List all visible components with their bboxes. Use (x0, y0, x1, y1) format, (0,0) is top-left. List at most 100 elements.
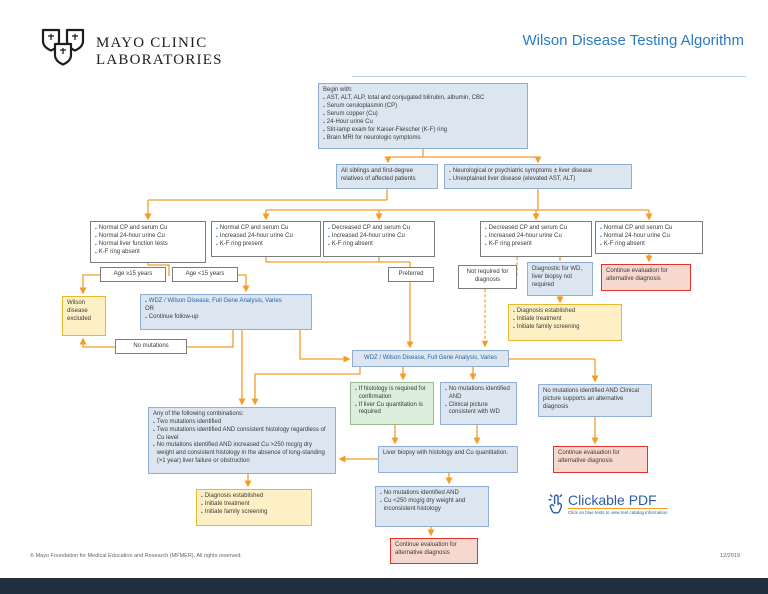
box-line: Wilson disease excluded (67, 300, 92, 322)
wdz-central-box: WDZ / Wilson Disease, Full Gene Analysis… (352, 350, 509, 367)
bullet-icon: ▪ (513, 309, 515, 315)
bullet-icon: ▪ (323, 111, 325, 118)
diagnosis-established-right-box: ▪Diagnosis established▪Initiate treatmen… (508, 304, 622, 341)
bullet-icon: ▪ (600, 234, 602, 240)
preferred-label-box: Preferred (388, 267, 434, 282)
box-line: ▪24-Hour urine Cu (323, 118, 373, 126)
bullet-icon: ▪ (201, 494, 203, 500)
box-line: Begin with: (323, 87, 353, 93)
bullet-icon: ▪ (216, 242, 218, 248)
no-mutations-cu-low-box: ▪No mutations identified AND▪Cu <250 mcg… (375, 486, 489, 527)
test-link-line[interactable]: ▪WDZ / Wilson Disease, Full Gene Analysi… (145, 298, 282, 305)
no-mutations-box: No mutations (115, 339, 187, 354)
bullet-icon: ▪ (445, 387, 447, 393)
brand-line2: LABORATORIES (96, 51, 223, 68)
test-link-line[interactable]: WDZ / Wilson Disease, Full Gene Analysis… (364, 354, 497, 361)
siblings-box: All siblings and first-degree relatives … (336, 164, 438, 189)
continue-eval-right-box: Continue evaluation for alternative diag… (553, 446, 648, 473)
no-mutations-consistent-wd-box: ▪No mutations identified AND▪Clinical pi… (440, 382, 517, 425)
bullet-icon: ▪ (95, 226, 97, 232)
combinations-box: Any of the following combinations:▪Two m… (148, 407, 336, 474)
box-line: ▪Serum ceruloplasmin (CP) (323, 102, 398, 110)
box-line: Any of the following combinations: (153, 411, 244, 417)
box-line: No mutations identified AND Clinical pic… (543, 388, 640, 410)
box-line: Age ≥15 years (113, 270, 153, 277)
box-line: Continue evaluation for alternative diag… (395, 542, 457, 556)
bullet-icon: ▪ (513, 325, 515, 331)
age-ge15-box: Age ≥15 years (100, 267, 166, 282)
bullet-icon: ▪ (328, 242, 330, 248)
no-mutations-alt-diagnosis-box: No mutations identified AND Clinical pic… (538, 384, 652, 417)
box-line: No mutations (133, 342, 169, 349)
box-line: ▪K-F ring present (216, 241, 263, 248)
box-line: ▪K-F ring present (485, 241, 532, 248)
box-line: ▪Initiate family screening (201, 509, 268, 516)
box-line: ▪K-F ring absent (600, 241, 645, 248)
bullet-icon: ▪ (328, 234, 330, 240)
box-line: ▪Normal CP and serum Cu (216, 225, 289, 232)
box-line: ▪AST, ALT, ALP, total and conjugated bil… (323, 94, 485, 102)
bullet-icon: ▪ (380, 499, 382, 505)
criteria-4-box: ▪Decreased CP and serum Cu▪Increased 24-… (480, 221, 592, 257)
clickable-pdf-tagline: Click on blue tests to view test catalog… (568, 508, 668, 515)
box-line: ▪Diagnosis established (513, 308, 576, 315)
box-line: ▪Clinical picture consistent with WD (445, 401, 500, 416)
box-line: ▪K-F ring absent (95, 249, 140, 256)
bullet-icon: ▪ (95, 250, 97, 256)
box-line: ▪Serum copper (Cu) (323, 110, 378, 118)
bullet-icon: ▪ (449, 169, 451, 175)
criteria-5-box: ▪Normal CP and serum Cu▪Normal 24-hour u… (595, 221, 703, 254)
box-line: Continue evaluation for alternative diag… (558, 450, 620, 464)
box-line: ▪Increased 24-hour urine Cu (328, 233, 405, 240)
box-line: ▪Decreased CP and serum Cu (328, 225, 411, 232)
bullet-icon: ▪ (355, 402, 357, 409)
clickable-pdf-label: Clickable PDF (568, 492, 657, 508)
box-line: ▪Brain MRI for neurologic symptoms (323, 134, 421, 142)
box-line: ▪No mutations identified AND (380, 490, 459, 497)
page-title: Wilson Disease Testing Algorithm (522, 32, 744, 49)
liver-biopsy-box: Liver biopsy with histology and Cu quant… (378, 446, 518, 473)
bullet-icon: ▪ (485, 234, 487, 240)
bullet-icon: ▪ (323, 95, 325, 102)
box-line: ▪Decreased CP and serum Cu (485, 225, 568, 232)
footer-bar (0, 578, 768, 594)
bullet-icon: ▪ (145, 314, 147, 321)
box-line: ▪Increased 24-hour urine Cu (216, 233, 293, 240)
bullet-icon: ▪ (380, 491, 382, 497)
header-rule (352, 76, 746, 77)
bullet-icon: ▪ (355, 387, 357, 393)
box-line: Not required for diagnosis (466, 269, 509, 283)
box-line: ▪Initiate treatment (513, 316, 562, 323)
bullet-icon: ▪ (323, 135, 325, 142)
box-line: ▪Diagnosis established (201, 493, 264, 500)
bullet-icon: ▪ (95, 234, 97, 240)
criteria-1-box: ▪Normal CP and serum Cu▪Normal 24-hour u… (90, 221, 206, 263)
box-line: ▪If histology is required for confirmati… (355, 386, 426, 400)
bullet-icon: ▪ (485, 226, 487, 232)
diagnostic-no-biopsy-box: Diagnostic for WD, liver biopsy not requ… (527, 262, 593, 296)
bullet-icon: ▪ (485, 242, 487, 248)
box-line: ▪Two mutations identified (153, 418, 222, 426)
bullet-icon: ▪ (216, 234, 218, 240)
box-line: All siblings and first-degree relatives … (341, 168, 416, 182)
box-line: ▪Normal 24-hour urine Cu (600, 233, 670, 240)
copyright-text: © Mayo Foundation for Medical Education … (30, 553, 242, 559)
brand-name: MAYO CLINIC LABORATORIES (96, 35, 223, 69)
mayo-shields-icon (40, 27, 86, 76)
box-line: ▪Normal 24-hour urine Cu (95, 233, 165, 240)
wdz-or-followup-box: ▪WDZ / Wilson Disease, Full Gene Analysi… (140, 294, 312, 330)
age-lt15-box: Age <15 years (172, 267, 238, 282)
box-line: ▪Two mutations identified AND consistent… (153, 426, 326, 441)
box-line: ▪Increased 24-hour urine Cu (485, 233, 562, 240)
bullet-icon: ▪ (445, 402, 447, 409)
box-line: ▪Cu <250 mcg/g dry weight and inconsiste… (380, 498, 466, 512)
box-line: Liver biopsy with histology and Cu quant… (383, 450, 509, 456)
bullet-icon: ▪ (153, 419, 155, 426)
box-line: Continue evaluation for alternative diag… (606, 268, 668, 282)
bullet-icon: ▪ (328, 226, 330, 232)
box-line: ▪Initiate treatment (201, 501, 250, 508)
box-line: ▪Neurological or psychiatric symptoms ± … (449, 168, 593, 175)
box-line: ▪Normal liver function tests (95, 241, 168, 248)
